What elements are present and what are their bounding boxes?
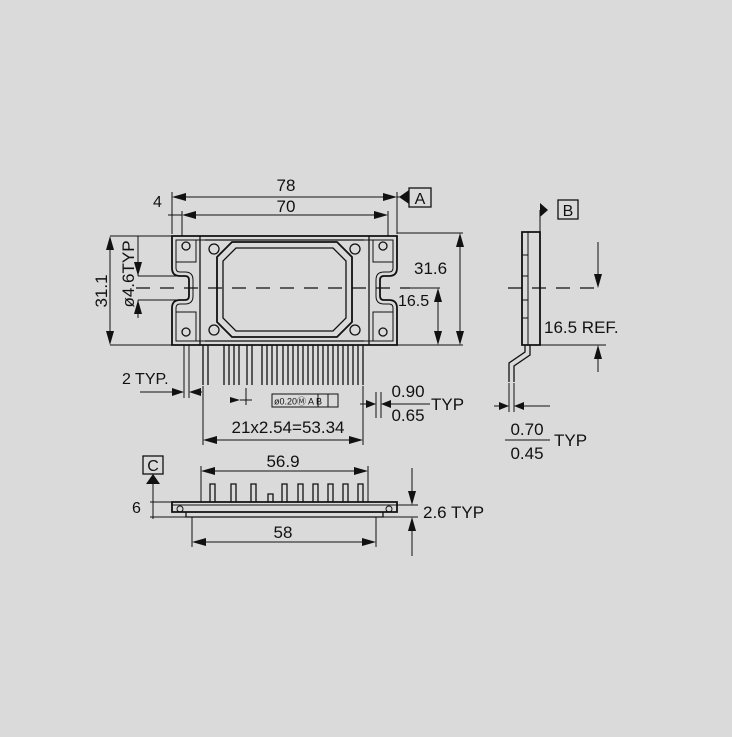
dim-58: 58 [274, 523, 293, 542]
datum-c: C [147, 458, 159, 475]
dim-4: 4 [153, 194, 162, 211]
bottom-pins [209, 483, 364, 502]
ref-dim: 16.5 REF. [544, 318, 619, 337]
dim-typ-side: TYP [554, 431, 587, 450]
tolerance-frame: ø0.20Ⓜ A B [274, 397, 322, 407]
dim-31-1: 31.1 [92, 274, 111, 307]
pins [202, 345, 364, 385]
dim-065: 0.65 [391, 406, 424, 425]
dim-56-9: 56.9 [266, 452, 299, 471]
bottom-view: 56.9 C 6 58 2.6 TYP [132, 452, 484, 556]
dim-hole: ø4.6TYP [119, 240, 138, 307]
module-outline [171, 235, 398, 346]
front-view: 78 A 70 4 31.1 ø4.6TYP [92, 176, 464, 445]
dim-2-6: 2.6 TYP [423, 503, 484, 522]
dim-70: 70 [277, 197, 296, 216]
datum-b: B [563, 203, 574, 220]
dim-31-6: 31.6 [414, 259, 447, 278]
pitch-dim: 21x2.54=53.34 [232, 418, 345, 437]
side-view: B 16.5 REF. 0.70 0.45 TYP [494, 199, 619, 463]
datum-a: A [415, 191, 426, 208]
dim-16-5: 16.5 [398, 293, 429, 310]
dim-070: 0.70 [510, 420, 543, 439]
dim-6: 6 [132, 500, 141, 517]
dim-090: 0.90 [391, 382, 424, 401]
dim-045: 0.45 [510, 444, 543, 463]
dim-typ-front: TYP [431, 395, 464, 414]
dim-78: 78 [277, 176, 296, 195]
dim-2-typ: 2 TYP. [122, 371, 169, 388]
